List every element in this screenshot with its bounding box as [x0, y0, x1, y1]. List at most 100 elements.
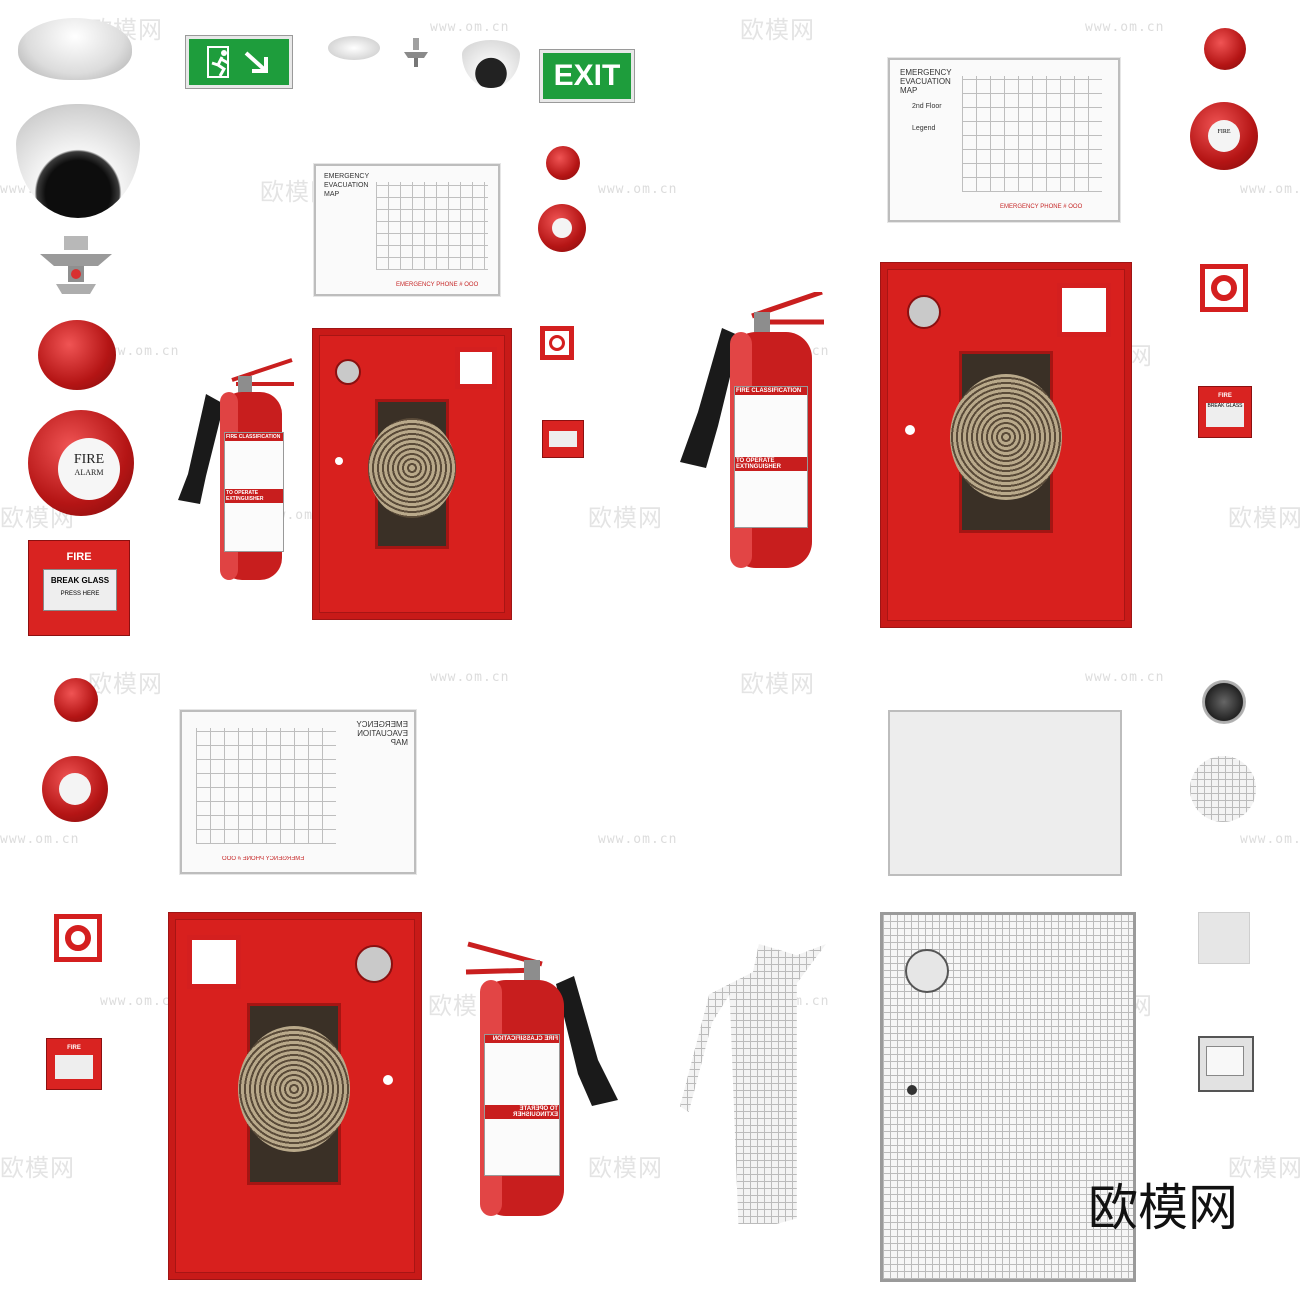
- fire-extinguisher: FIRE CLASSIFICATION TO OPERATE EXTINGUIS…: [172, 354, 298, 586]
- dome-camera: [16, 104, 140, 218]
- smoke-detector: [18, 18, 132, 80]
- break-glass-label: BREAK GLASS: [50, 576, 110, 585]
- key-lock-icon: [355, 945, 393, 983]
- hose-reel-sign: [455, 347, 497, 389]
- operate-extinguisher-label: TO OPERATE EXTINGUISHER: [485, 1105, 559, 1119]
- cabinet-window: [368, 399, 456, 549]
- fire-alarm-bell-small: [538, 204, 586, 252]
- sprinkler-head: [38, 236, 114, 298]
- evacuation-map-clay: [888, 710, 1122, 876]
- watermark-brand: 欧模网: [588, 504, 663, 532]
- call-point-fire-label: FIRE: [1218, 393, 1232, 399]
- sprinkler-small: [402, 38, 430, 68]
- running-man-icon: [207, 46, 268, 78]
- break-glass-panel: BREAK GLASS PRESS HERE: [43, 569, 117, 611]
- cabinet-handle: [907, 1085, 917, 1095]
- watermark-url: www.om.cn: [1085, 670, 1165, 685]
- watermark-brand: 欧模网: [1228, 504, 1300, 532]
- press-here-label: PRESS HERE: [60, 591, 100, 597]
- watermark-brand: 欧模网: [588, 1154, 663, 1182]
- exit-sign: EXIT: [539, 49, 635, 103]
- key-lock-icon: [335, 359, 361, 385]
- floor-plan: [196, 728, 336, 844]
- hose-reel: [238, 1026, 350, 1152]
- evacuation-map: EMERGENCY EVACUATION MAP EMERGENCY PHONE…: [314, 164, 500, 296]
- fire-hose-cabinet: [880, 262, 1132, 628]
- fire-hose-cabinet: [312, 328, 512, 620]
- evac-map-phone: EMERGENCY PHONE # OOO: [396, 282, 479, 288]
- watermark-url: www.om.cn: [0, 832, 80, 847]
- fire-hose-cabinet-wireframe: [880, 912, 1136, 1282]
- cabinet-handle: [335, 457, 343, 465]
- hose-reel-sign: [187, 935, 241, 989]
- extinguisher-label: FIRE CLASSIFICATION TO OPERATE EXTINGUIS…: [734, 386, 808, 528]
- fire-alarm-bell-small: FIRE: [1190, 102, 1258, 170]
- watermark-url: www.om.cn: [1240, 182, 1300, 197]
- strobe-light-wireframe: [1202, 680, 1246, 724]
- fire-classification-label: FIRE CLASSIFICATION: [735, 387, 807, 395]
- watermark-brand: 欧模网: [740, 670, 815, 698]
- key-lock-icon: [905, 949, 949, 993]
- exit-sign-running-man: [185, 35, 293, 89]
- evacuation-map: EMERGENCY EVACUATION MAP 2nd Floor Legen…: [888, 58, 1120, 222]
- extinguisher-label: FIRE CLASSIFICATION TO OPERATE EXTINGUIS…: [224, 432, 284, 552]
- hose-reel-sign: [1057, 283, 1111, 337]
- manual-call-point-small: [542, 420, 584, 458]
- strobe-light: [38, 320, 116, 390]
- watermark-url: www.om.cn: [100, 344, 180, 359]
- break-glass-label: BREAK GLASS: [1206, 403, 1244, 427]
- key-lock-icon: [907, 295, 941, 329]
- watermark-brand: 欧模网: [1228, 1154, 1300, 1182]
- watermark-brand: 欧模网: [740, 16, 815, 44]
- bell-fire-label: FIRE: [1217, 129, 1231, 135]
- watermark-url: www.om.cn: [1085, 20, 1165, 35]
- watermark-url: www.om.cn: [598, 182, 678, 197]
- bell-fire-label: FIRE: [73, 452, 105, 467]
- watermark-brand: 欧模网: [88, 670, 163, 698]
- cabinet-window: [238, 1003, 350, 1185]
- alarm-sign: [54, 914, 102, 962]
- watermark-url: www.om.cn: [430, 20, 510, 35]
- evacuation-map-mirrored: EMERGENCY EVACUATION MAP EMERGENCY PHONE…: [180, 710, 416, 874]
- cabinet-handle: [383, 1075, 393, 1085]
- hose-reel: [368, 418, 456, 518]
- cabinet-window: [950, 351, 1062, 533]
- alarm-sign-clay: [1198, 912, 1250, 964]
- manual-call-point: FIRE BREAK GLASS PRESS HERE: [28, 540, 130, 636]
- manual-call-point-wireframe: [1198, 1036, 1254, 1092]
- footer-brand-watermark: 欧模网: [1088, 1179, 1238, 1237]
- fire-classification-label: FIRE CLASSIFICATION: [225, 433, 283, 441]
- floor-plan: [962, 76, 1102, 192]
- evac-map-floor: 2nd Floor: [912, 103, 942, 110]
- watermark-url: www.om.cn: [598, 832, 678, 847]
- operate-extinguisher-label: TO OPERATE EXTINGUISHER: [735, 457, 807, 471]
- fire-hose-cabinet-mirrored: [168, 912, 422, 1280]
- hose-reel: [950, 374, 1062, 500]
- watermark-brand: 欧模网: [0, 1154, 75, 1182]
- call-point-fire-label: FIRE: [67, 1045, 81, 1051]
- evac-map-legend: Legend: [912, 125, 936, 132]
- fire-extinguisher-mirrored: FIRE CLASSIFICATION TO OPERATE EXTINGUIS…: [464, 940, 624, 1220]
- operate-extinguisher-label: TO OPERATE EXTINGUISHER: [225, 489, 283, 503]
- call-point-fire-label: FIRE: [66, 551, 92, 563]
- alarm-sign: [1200, 264, 1248, 312]
- bell-alarm-label: ALARM: [74, 468, 104, 477]
- evac-map-title: EMERGENCY EVACUATION MAP: [356, 720, 408, 747]
- manual-call-point-small: FIRE BREAK GLASS: [1198, 386, 1252, 438]
- evac-map-title: EMERGENCY EVACUATION MAP: [324, 173, 369, 198]
- fire-extinguisher: FIRE CLASSIFICATION TO OPERATE EXTINGUIS…: [676, 289, 826, 572]
- heat-detector: [328, 36, 380, 60]
- cabinet-handle: [905, 425, 915, 435]
- fire-alarm-bell-small: [42, 756, 108, 822]
- fire-classification-label: FIRE CLASSIFICATION: [485, 1035, 559, 1043]
- strobe-light-small: [54, 678, 98, 722]
- exit-label: EXIT: [553, 59, 621, 92]
- evac-map-title: EMERGENCY EVACUATION MAP: [900, 68, 952, 95]
- dome-camera-small: [462, 40, 520, 88]
- extinguisher-label: FIRE CLASSIFICATION TO OPERATE EXTINGUIS…: [484, 1034, 560, 1176]
- watermark-url: www.om.cn: [1240, 832, 1300, 847]
- watermark-url: www.om.cn: [430, 670, 510, 685]
- fire-alarm-bell-wireframe: [1190, 756, 1256, 822]
- floor-plan: [376, 182, 488, 270]
- strobe-light-small: [1204, 28, 1246, 70]
